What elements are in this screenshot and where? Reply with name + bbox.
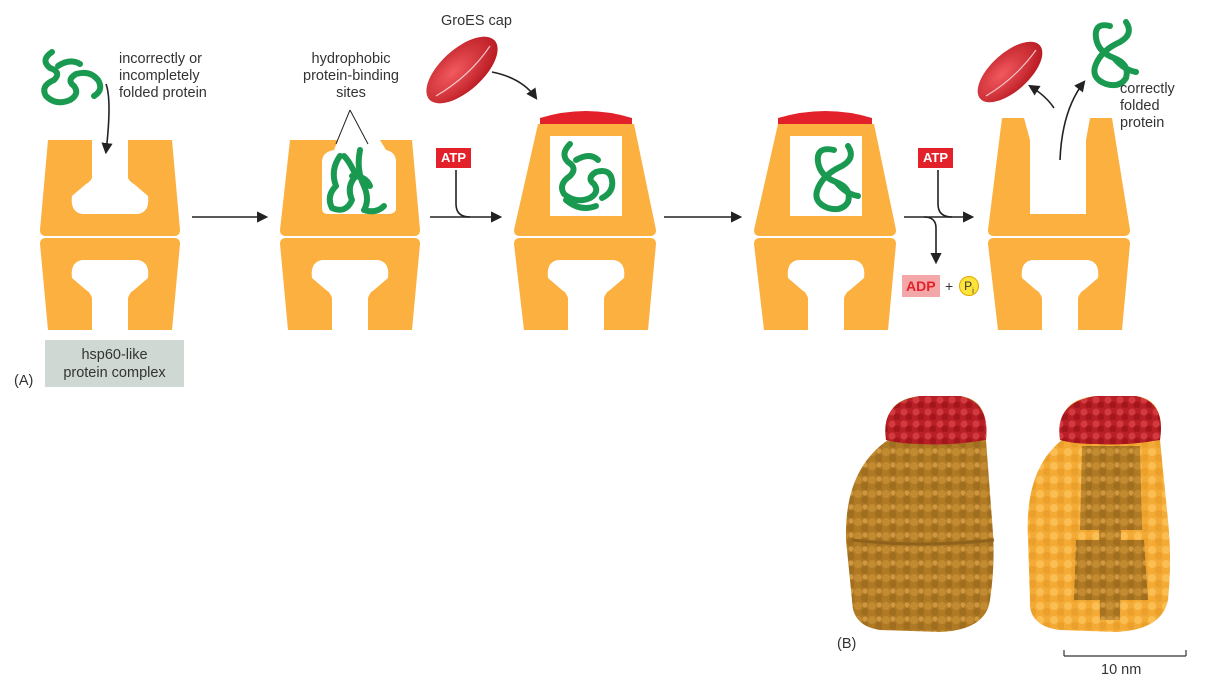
arrows	[101, 71, 1086, 265]
label-line: folded protein	[119, 85, 207, 101]
adp-badge: ADP	[902, 275, 940, 297]
lower-ring	[280, 238, 420, 330]
groes-cap-attached	[540, 111, 632, 124]
label-line: protein complex	[63, 365, 166, 381]
upper-ring	[40, 140, 180, 236]
label-hydrophobic-sites: hydrophobic protein-binding sites	[284, 51, 418, 102]
arrow-atp-in-1	[455, 170, 471, 218]
misfolded-protein-inside	[559, 141, 616, 211]
arrow-cap-release	[1028, 84, 1055, 109]
label-line: incompletely	[119, 68, 200, 84]
plus-sign: +	[945, 278, 954, 294]
scale-bar	[1063, 650, 1187, 657]
label-line: protein-binding	[303, 68, 399, 84]
label-line: correctly	[1120, 81, 1175, 97]
groes-cap-attached	[778, 111, 872, 124]
arrow-protein-to-complex	[101, 83, 113, 155]
panel-a-label: (A)	[14, 373, 34, 389]
pointer-site-right	[349, 109, 369, 145]
atp-badge-1: ATP	[436, 148, 472, 168]
label-misfolded-protein: incorrectly or incompletely folded prote…	[119, 51, 207, 102]
upper-ring	[988, 118, 1130, 236]
label-line: incorrectly or	[119, 51, 202, 67]
arrow-atp-in-2	[937, 170, 953, 218]
folded-protein-inside	[813, 143, 861, 213]
model-cutaway	[1027, 396, 1170, 632]
groes-cap-free-2	[977, 41, 1043, 103]
label-line: sites	[336, 85, 366, 101]
lower-ring	[514, 238, 656, 330]
misfolded-protein-bound	[326, 147, 387, 215]
label-line: hydrophobic	[311, 51, 391, 67]
label-line: protein	[1120, 115, 1165, 131]
label-correctly-folded: correctly folded protein	[1120, 81, 1175, 132]
arrow-cap-binding	[491, 71, 538, 100]
chaperonin-complex-5	[988, 118, 1130, 330]
upper-ring	[754, 124, 896, 236]
chaperonin-complex-4	[754, 111, 896, 330]
phosphate-subscript: i	[972, 286, 974, 296]
scale-bar-label: 10 nm	[1101, 662, 1142, 678]
arrow-protein-release	[1059, 80, 1086, 161]
phosphate-badge: Pi	[959, 276, 979, 296]
pointer-site-left	[335, 109, 351, 145]
lower-ring	[988, 238, 1130, 330]
atp-badge-2: ATP	[918, 148, 954, 168]
lower-ring	[754, 238, 896, 330]
folded-protein-released	[1091, 19, 1139, 89]
arrow-adp-out	[923, 216, 942, 265]
groes-cap-free-1	[426, 36, 498, 104]
chaperonin-complex-1	[40, 140, 180, 330]
label-line: hsp60-like	[81, 347, 148, 363]
misfolded-protein-free	[41, 49, 104, 106]
label-groes-cap: GroES cap	[441, 13, 512, 29]
chaperonin-complex-3	[514, 111, 656, 330]
label-line: folded	[1120, 98, 1160, 114]
upper-ring	[514, 124, 656, 236]
lower-ring	[40, 238, 180, 330]
model-exterior	[845, 396, 995, 632]
label-complex-box: hsp60-like protein complex	[45, 340, 184, 387]
panel-b-label: (B)	[837, 636, 857, 652]
phosphate-symbol: P	[964, 279, 973, 293]
